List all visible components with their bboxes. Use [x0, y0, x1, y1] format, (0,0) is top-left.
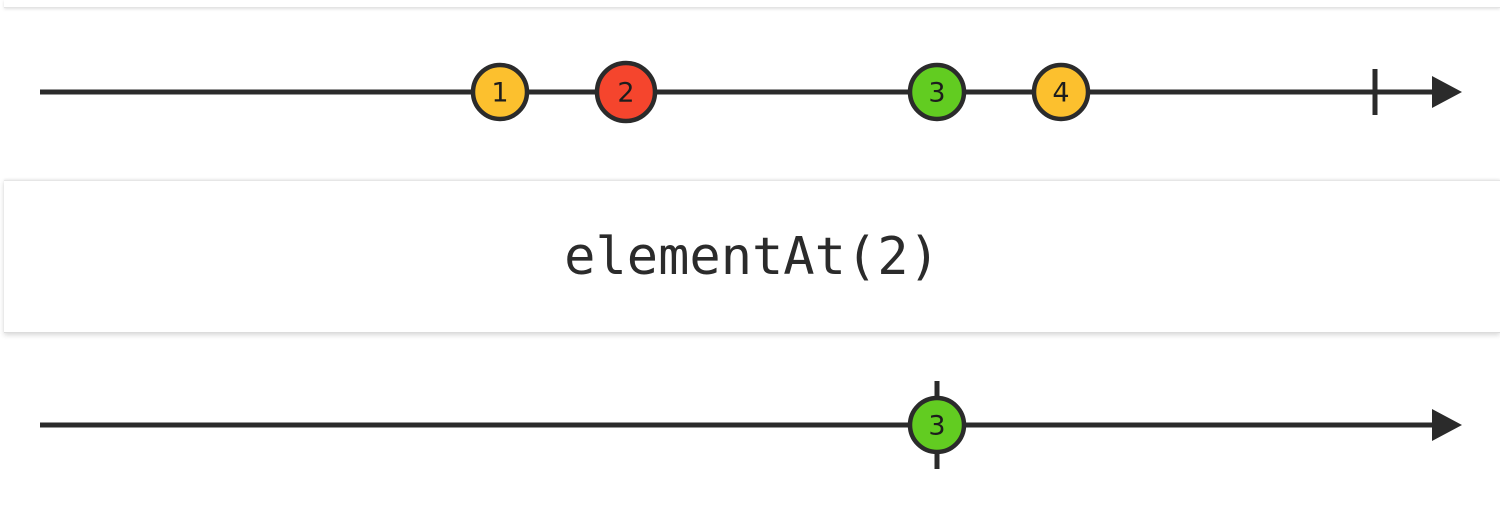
source-marble-timeline: 1 2 3 4: [0, 40, 1500, 150]
result-marble-3-circle: [907, 395, 967, 455]
source-marble-3-label: 3: [928, 78, 945, 109]
result-marble-3[interactable]: 3: [907, 395, 967, 455]
previous-card-edge: [4, 0, 1500, 8]
source-marble-4[interactable]: 4: [1031, 62, 1091, 122]
result-timeline-arrow-icon: [1432, 409, 1462, 441]
result-marble-3-label: 3: [928, 411, 945, 442]
source-marble-1[interactable]: 1: [470, 62, 530, 122]
source-marble-4-circle: [1031, 62, 1091, 122]
source-marble-3[interactable]: 3: [907, 62, 967, 122]
source-timeline-arrow-icon: [1432, 76, 1462, 108]
source-marble-3-circle: [907, 62, 967, 122]
operator-label: elementAt(2): [564, 226, 940, 287]
source-marble-2[interactable]: 2: [594, 60, 658, 124]
source-marble-1-label: 1: [491, 78, 508, 109]
operator-panel[interactable]: elementAt(2): [4, 180, 1500, 333]
source-marble-4-label: 4: [1052, 78, 1069, 109]
result-marble-timeline: 3: [0, 370, 1500, 485]
source-marble-1-circle: [470, 62, 530, 122]
source-marble-2-label: 2: [617, 78, 634, 109]
source-marble-2-circle: [594, 60, 658, 124]
